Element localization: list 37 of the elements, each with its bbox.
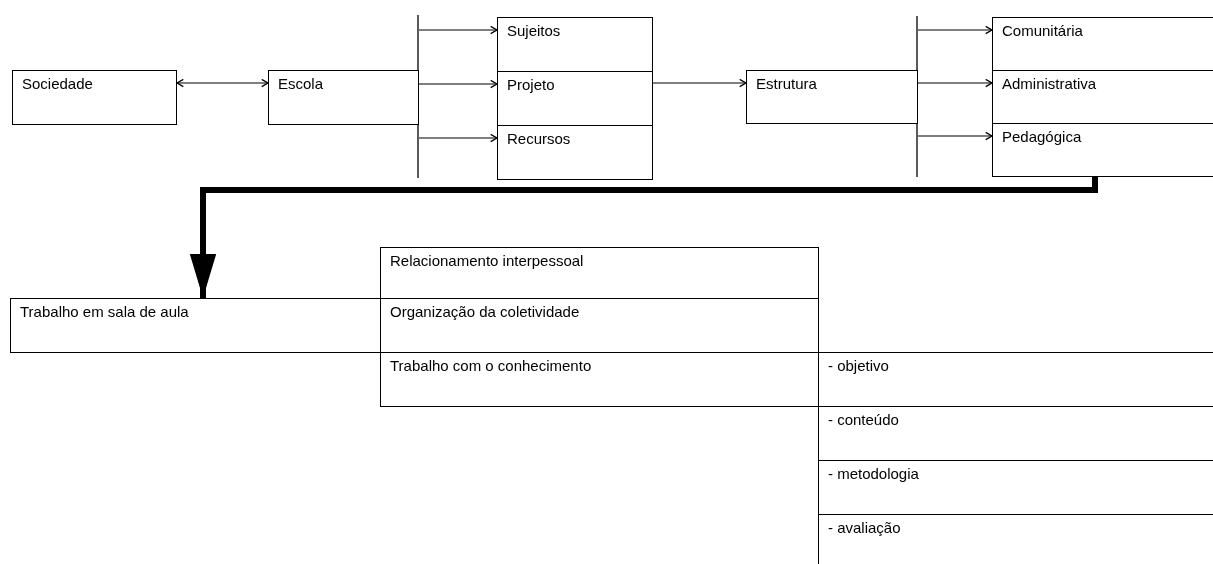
box-label: Administrativa (1002, 75, 1097, 92)
box-label: Estrutura (756, 75, 817, 92)
box-label: Pedagógica (1002, 128, 1082, 145)
text-box (268, 70, 419, 125)
box-label: Sujeitos (507, 22, 561, 39)
arrow (917, 131, 993, 141)
box-label: Recursos (507, 130, 571, 147)
box-label: Trabalho em sala de aula (20, 303, 189, 320)
box-label: Sociedade (22, 75, 93, 92)
text-box (992, 17, 1213, 71)
box-label: Projeto (507, 76, 555, 93)
text-box (992, 123, 1213, 177)
arrow (189, 177, 1098, 298)
arrow (917, 78, 993, 88)
arrow (418, 79, 498, 89)
text-box (497, 71, 653, 126)
arrow (176, 78, 269, 88)
arrow (917, 25, 993, 35)
box-label: - metodologia (828, 465, 919, 482)
box-label: Trabalho com o conhecimento (390, 357, 592, 374)
arrow (652, 78, 747, 88)
text-box (497, 125, 653, 180)
box-label: Relacionamento interpessoal (390, 252, 584, 269)
text-box (497, 17, 653, 72)
arrow (418, 25, 498, 35)
box-label: - objetivo (828, 357, 889, 374)
text-box (10, 298, 381, 353)
arrow (418, 133, 498, 143)
text-box (746, 70, 918, 124)
box-label: Organização da coletividade (390, 303, 580, 320)
text-box (380, 352, 819, 407)
box-label: - avaliação (828, 519, 901, 536)
box-label: - conteúdo (828, 411, 899, 428)
box-label: Escola (278, 75, 324, 92)
box-label: Comunitária (1002, 22, 1083, 39)
text-box (12, 70, 177, 125)
text-box (380, 247, 819, 299)
